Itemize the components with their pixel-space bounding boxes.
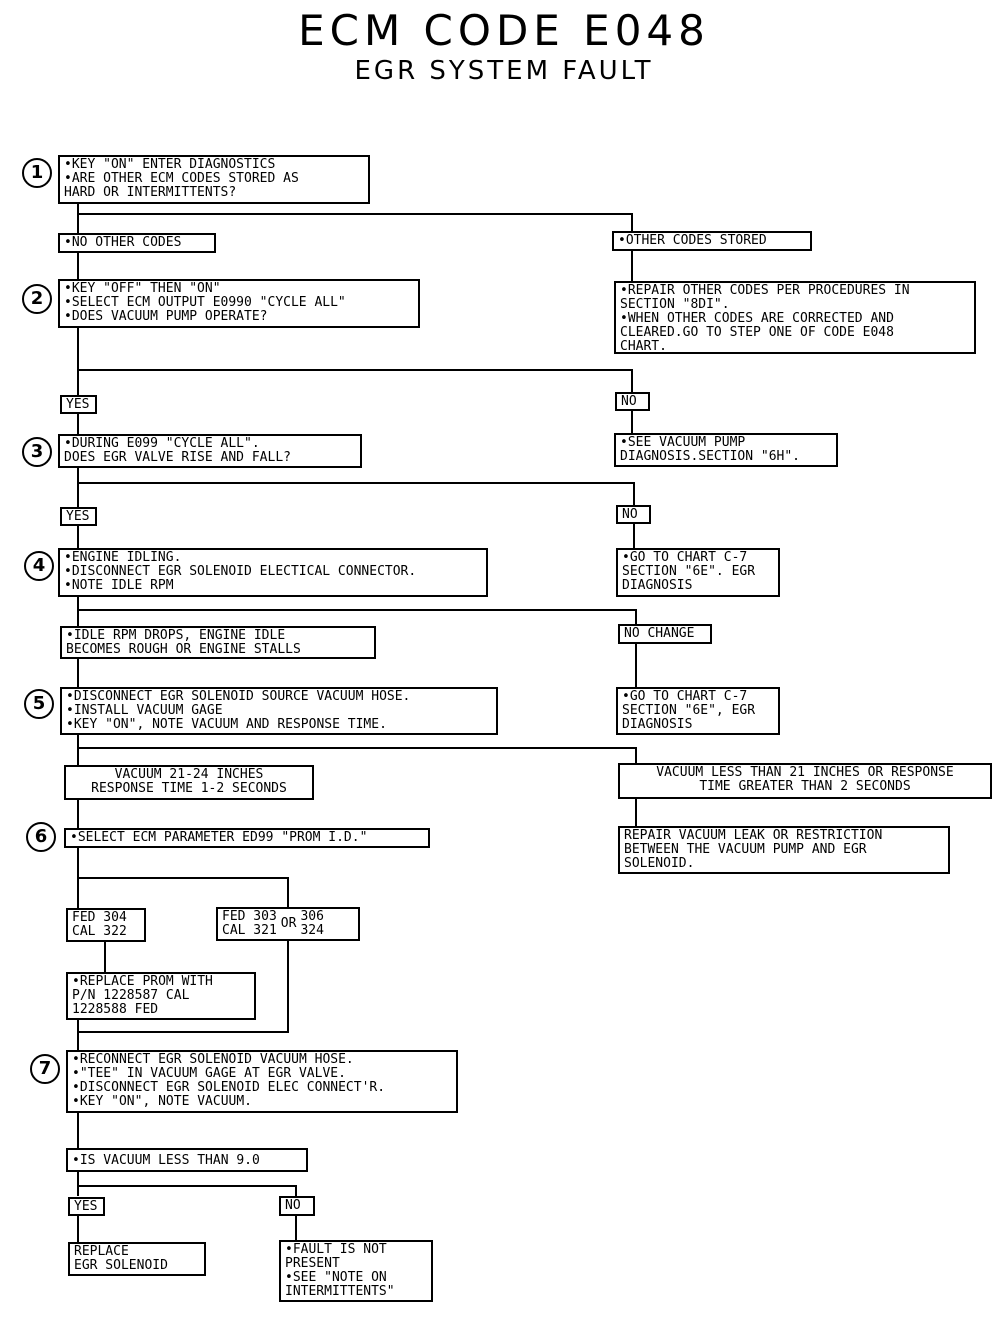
fault-line: •SEE "NOTE ON — [285, 1270, 387, 1285]
goto-chart-line: •GO TO CHART C-7 — [622, 689, 748, 704]
see-vacuum-pump-line: •SEE VACUUM PUMP — [620, 435, 746, 450]
yes-label: YES — [68, 1197, 105, 1216]
chart-title: ECM CODE E048 — [298, 6, 710, 55]
idle-drops-line: BECOMES ROUGH OR ENGINE STALLS — [66, 642, 301, 657]
repair-leak-line: REPAIR VACUUM LEAK OR RESTRICTION — [624, 828, 883, 843]
step-5-box: •DISCONNECT EGR SOLENOID SOURCE VACUUM H… — [60, 687, 498, 735]
step-2-line: •DOES VACUUM PUMP OPERATE? — [64, 309, 268, 324]
step-3-box: •DURING E099 "CYCLE ALL". DOES EGR VALVE… — [58, 434, 362, 468]
step-2-box: •KEY "OFF" THEN "ON" •SELECT ECM OUTPUT … — [58, 279, 420, 328]
goto-chart-c7-box: •GO TO CHART C-7 SECTION "6E". EGR DIAGN… — [616, 548, 780, 597]
step-7-line: •DISCONNECT EGR SOLENOID ELEC CONNECT'R. — [72, 1080, 386, 1095]
step-7-marker: 7 — [30, 1054, 60, 1084]
step-3-line: DOES EGR VALVE RISE AND FALL? — [64, 450, 291, 465]
vacuum-ok-box: VACUUM 21-24 INCHES RESPONSE TIME 1-2 SE… — [64, 765, 314, 800]
repair-leak-line: BETWEEN THE VACUUM PUMP AND EGR — [624, 842, 867, 857]
no-label: NO — [615, 392, 650, 411]
chart-subtitle: EGR SYSTEM FAULT — [354, 56, 654, 86]
fault-line: PRESENT — [285, 1256, 340, 1271]
fed-304-line: CAL 322 — [72, 924, 127, 939]
goto-chart-line: •GO TO CHART C-7 — [622, 550, 748, 565]
vacuum-low-box: VACUUM LESS THAN 21 INCHES OR RESPONSE T… — [618, 763, 992, 799]
see-vacuum-pump-box: •SEE VACUUM PUMP DIAGNOSIS.SECTION "6H". — [614, 433, 838, 467]
fed-303-line: FED 303 — [222, 909, 277, 924]
repair-leak-line: SOLENOID. — [624, 856, 695, 871]
no-label: NO — [279, 1196, 315, 1216]
repair-other-line: SECTION "8DI". — [620, 297, 730, 312]
vacuum-ok-line: VACUUM 21-24 INCHES — [114, 767, 264, 782]
alt-306-line: 324 — [300, 923, 324, 938]
alt-306-text: 306 324 — [300, 910, 323, 938]
replace-prom-line: 1228588 FED — [72, 1002, 159, 1017]
step-7-line: •KEY "ON", NOTE VACUUM. — [72, 1094, 253, 1109]
alt-306-line: 306 — [300, 909, 324, 924]
vacuum-low-line: VACUUM LESS THAN 21 INCHES OR RESPONSE — [656, 765, 954, 780]
replace-solenoid-line: EGR SOLENOID — [74, 1258, 168, 1273]
replace-prom-line: P/N 1228587 CAL — [72, 988, 190, 1003]
yes-label: YES — [60, 395, 97, 414]
fault-line: INTERMITTENTS" — [285, 1284, 395, 1299]
fed-304-line: FED 304 — [72, 910, 127, 925]
step-7-line: •RECONNECT EGR SOLENOID VACUUM HOSE. — [72, 1052, 354, 1067]
repair-other-line: CLEARED.GO TO STEP ONE OF CODE E048 — [620, 325, 894, 340]
replace-solenoid-box: REPLACE EGR SOLENOID — [68, 1242, 206, 1276]
idle-drops-line: •IDLE RPM DROPS, ENGINE IDLE — [66, 628, 286, 643]
fault-not-present-box: •FAULT IS NOT PRESENT •SEE "NOTE ON INTE… — [279, 1240, 433, 1302]
step-1-line: •KEY "ON" ENTER DIAGNOSTICS — [64, 157, 276, 172]
other-codes-stored-box: •OTHER CODES STORED — [612, 231, 812, 251]
step-4-line: •ENGINE IDLING. — [64, 550, 182, 565]
step-6-box: •SELECT ECM PARAMETER ED99 "PROM I.D." — [64, 828, 430, 848]
or-label: OR — [280, 916, 297, 931]
goto-chart-line: SECTION "6E", EGR — [622, 703, 756, 718]
step-6-marker: 6 — [26, 822, 56, 852]
repair-other-line: •REPAIR OTHER CODES PER PROCEDURES IN — [620, 283, 910, 298]
step-1-line: •ARE OTHER ECM CODES STORED AS — [64, 171, 299, 186]
step-1-line: HARD OR INTERMITTENTS? — [64, 185, 237, 200]
step-3-line: •DURING E099 "CYCLE ALL". — [64, 436, 260, 451]
step-5-line: •INSTALL VACUUM GAGE — [66, 703, 223, 718]
step-4-marker: 4 — [24, 551, 54, 581]
step-7-box: •RECONNECT EGR SOLENOID VACUUM HOSE. •"T… — [66, 1050, 458, 1113]
vacuum-ok-line: RESPONSE TIME 1-2 SECONDS — [91, 781, 287, 796]
replace-prom-line: •REPLACE PROM WITH — [72, 974, 213, 989]
step-5-line: •KEY "ON", NOTE VACUUM AND RESPONSE TIME… — [66, 717, 387, 732]
fed-303-text: FED 303 CAL 321 — [222, 910, 277, 938]
see-vacuum-pump-line: DIAGNOSIS.SECTION "6H". — [620, 449, 801, 464]
idle-rpm-drops-box: •IDLE RPM DROPS, ENGINE IDLE BECOMES ROU… — [60, 626, 376, 659]
replace-prom-box: •REPLACE PROM WITH P/N 1228587 CAL 12285… — [66, 972, 256, 1020]
step-7-line: •"TEE" IN VACUUM GAGE AT EGR VALVE. — [72, 1066, 346, 1081]
goto-chart-c7-box: •GO TO CHART C-7 SECTION "6E", EGR DIAGN… — [616, 687, 780, 735]
repair-other-line: CHART. — [620, 339, 667, 354]
step-1-marker: 1 — [22, 158, 52, 188]
step-5-line: •DISCONNECT EGR SOLENOID SOURCE VACUUM H… — [66, 689, 411, 704]
vacuum-low-line: TIME GREATER THAN 2 SECONDS — [699, 779, 911, 794]
step-2-line: •SELECT ECM OUTPUT E0990 "CYCLE ALL" — [64, 295, 346, 310]
fed-303-line: CAL 321 — [222, 923, 277, 938]
step-4-line: •NOTE IDLE RPM — [64, 578, 174, 593]
replace-solenoid-line: REPLACE — [74, 1244, 129, 1259]
fed-303-box: FED 303 CAL 321 OR 306 324 — [216, 907, 360, 941]
no-other-codes-box: •NO OTHER CODES — [58, 233, 216, 253]
step-4-box: •ENGINE IDLING. •DISCONNECT EGR SOLENOID… — [58, 548, 488, 597]
step-5-marker: 5 — [24, 689, 54, 719]
fault-line: •FAULT IS NOT — [285, 1242, 387, 1257]
repair-other-codes-box: •REPAIR OTHER CODES PER PROCEDURES IN SE… — [614, 281, 976, 354]
step-1-box: •KEY "ON" ENTER DIAGNOSTICS •ARE OTHER E… — [58, 155, 370, 204]
step-2-line: •KEY "OFF" THEN "ON" — [64, 281, 221, 296]
goto-chart-line: SECTION "6E". EGR — [622, 564, 756, 579]
repair-vacuum-leak-box: REPAIR VACUUM LEAK OR RESTRICTION BETWEE… — [618, 826, 950, 874]
step-4-line: •DISCONNECT EGR SOLENOID ELECTICAL CONNE… — [64, 564, 417, 579]
no-change-label: NO CHANGE — [618, 624, 712, 644]
yes-label: YES — [60, 507, 97, 526]
repair-other-line: •WHEN OTHER CODES ARE CORRECTED AND — [620, 311, 894, 326]
goto-chart-line: DIAGNOSIS — [622, 578, 693, 593]
step-3-marker: 3 — [22, 437, 52, 467]
goto-chart-line: DIAGNOSIS — [622, 717, 693, 732]
no-label: NO — [616, 505, 651, 524]
vacuum-less-than-9-box: •IS VACUUM LESS THAN 9.0 — [66, 1148, 308, 1172]
fed-304-box: FED 304 CAL 322 — [66, 908, 146, 942]
step-2-marker: 2 — [22, 284, 52, 314]
